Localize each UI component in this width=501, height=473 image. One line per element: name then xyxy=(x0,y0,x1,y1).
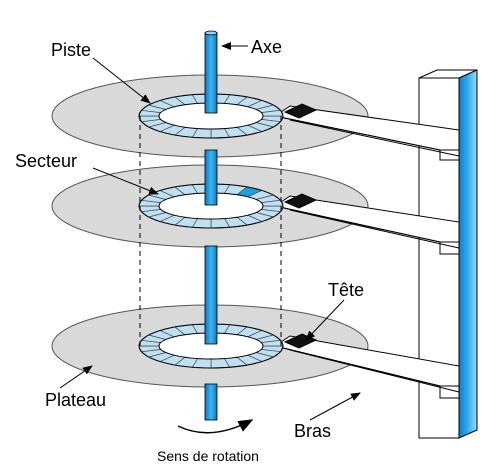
label-piste: Piste xyxy=(51,40,91,60)
track-ring-bottom xyxy=(138,323,284,369)
head-middle xyxy=(283,193,318,209)
label-bras: Bras xyxy=(294,421,331,441)
cylinder-dashed-lines xyxy=(139,116,282,346)
label-secteur: Secteur xyxy=(15,151,77,171)
rotation-arrow xyxy=(177,419,254,434)
arm-bottom xyxy=(273,335,460,399)
label-axe: Axe xyxy=(251,37,282,57)
head-top xyxy=(283,103,318,119)
callout-arrows xyxy=(59,42,361,421)
track-ring-top xyxy=(138,93,284,139)
label-sens-rotation: Sens de rotation xyxy=(157,448,259,464)
arm-top xyxy=(273,105,460,161)
label-plateau: Plateau xyxy=(45,390,106,410)
spindle-axis xyxy=(204,30,218,421)
arm-middle xyxy=(273,195,460,255)
label-tete: Tête xyxy=(328,280,364,300)
